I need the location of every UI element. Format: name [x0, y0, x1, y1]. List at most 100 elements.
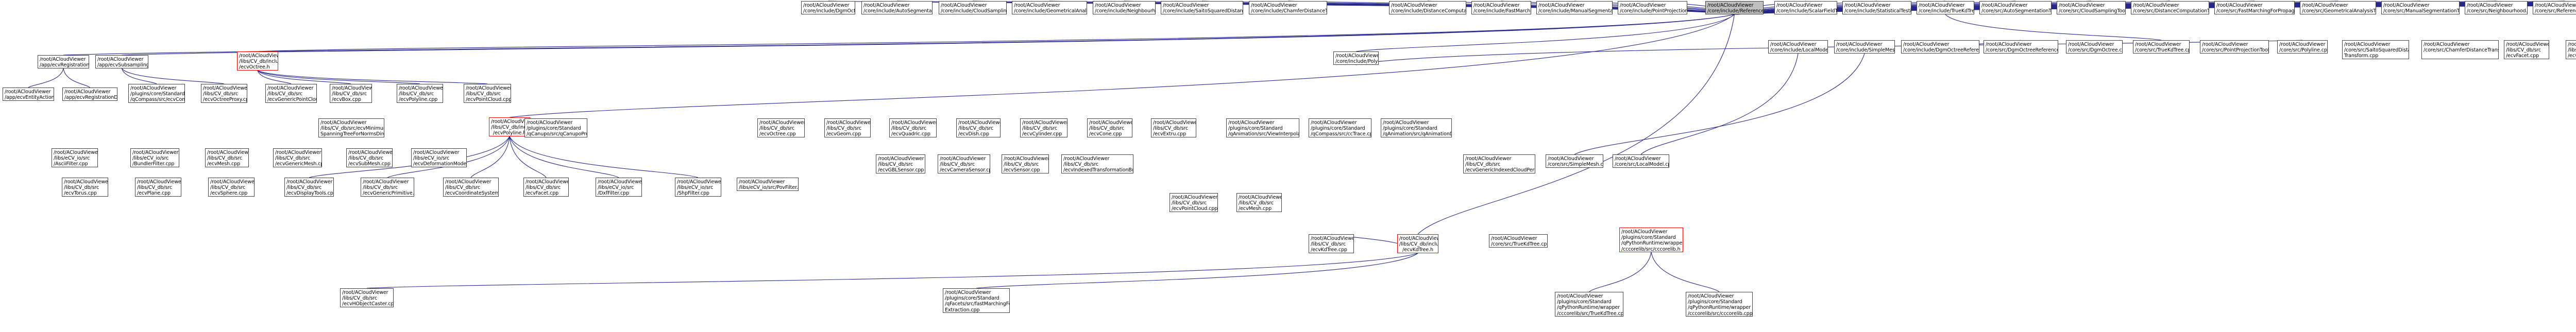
graph-node[interactable]: /root/ACloudViewer /libs/eCV_io/src/PovF…: [737, 178, 799, 191]
graph-edge: [1355, 14, 1735, 52]
graph-node[interactable]: /root/ACloudViewer /core/src/TrueKdTree.…: [1489, 234, 1548, 248]
graph-node[interactable]: /root/ACloudViewer /libs/eCV_io/src /Bun…: [130, 148, 179, 167]
graph-node[interactable]: /root/ACloudViewer /libs/eCV_io/src /ecv…: [411, 148, 467, 167]
graph-edge: [1640, 53, 1799, 155]
graph-edge: [1574, 53, 1865, 155]
graph-node[interactable]: /root/ACloudViewer /libs/CV_db/src /ecvH…: [2566, 40, 2576, 59]
graph-node[interactable]: /root/ACloudViewer /libs/CV_db/src /ecvC…: [938, 154, 990, 173]
graph-node[interactable]: /root/ACloudViewer /core/src/TrueKdTree.…: [2133, 40, 2190, 54]
graph-node[interactable]: /root/ACloudViewer /core/include/TrueKdT…: [1917, 1, 1974, 14]
graph-node[interactable]: /root/ACloudViewer /core/src/DistanceCom…: [2131, 1, 2209, 14]
graph-node[interactable]: /root/ACloudViewer /libs/CV_db/src /ecvH…: [340, 288, 394, 307]
graph-node[interactable]: /root/ACloudViewer /plugins/core/Standar…: [943, 288, 1010, 313]
graph-node[interactable]: /root/ACloudViewer /app/ecvRegistrationD…: [62, 88, 117, 101]
graph-node[interactable]: /root/ACloudViewer /libs/CV_db/src /ecvG…: [273, 148, 322, 167]
graph-node[interactable]: /root/ACloudViewer /core/src/CloudSampli…: [2057, 1, 2126, 14]
graph-node[interactable]: /root/ACloudViewer /core/include/FastMar…: [1471, 1, 1531, 14]
graph-node[interactable]: /root/ACloudViewer /libs/CV_db/src /ecvF…: [523, 178, 569, 197]
graph-node[interactable]: /root/ACloudViewer /app/ecvRegistrationD…: [38, 55, 89, 68]
graph-node[interactable]: /root/ACloudViewer /core/include/PointPr…: [1618, 1, 1687, 14]
graph-node[interactable]: /root/ACloudViewer /libs/CV_db/src /ecvO…: [757, 118, 805, 137]
graph-node[interactable]: /root/ACloudViewer /libs/CV_db/src /ecvO…: [201, 84, 247, 103]
graph-node[interactable]: /root/ACloudViewer /core/include/DgmOctr…: [1901, 40, 1979, 54]
graph-node[interactable]: /root/ACloudViewer /plugins/core/Standar…: [1686, 292, 1753, 317]
graph-node[interactable]: /root/ACloudViewer /core/include/Geometr…: [1012, 1, 1087, 14]
graph-node[interactable]: /root/ACloudViewer /plugins/core/Standar…: [128, 84, 185, 103]
graph-node[interactable]: /root/ACloudViewer /core/src/DgmOctree.c…: [2066, 40, 2123, 54]
graph-edge: [257, 70, 420, 84]
graph-node[interactable]: /root/ACloudViewer /core/src/DgmOctreeRe…: [1984, 40, 2058, 54]
graph-node[interactable]: /root/ACloudViewer /libs/CV_db/src /ecvS…: [1002, 154, 1049, 173]
graph-node[interactable]: /root/ACloudViewer /libs/CV_db/src /ecvP…: [464, 84, 511, 103]
graph-node[interactable]: /root/ACloudViewer /core/include/AutoSeg…: [861, 1, 933, 14]
graph-node[interactable]: /root/ACloudViewer /core/src/SaitoSquare…: [2342, 40, 2409, 59]
graph-node[interactable]: /root/ACloudViewer /core/include/CloudSa…: [939, 1, 1007, 14]
graph-node[interactable]: /root/ACloudViewer /core/include/SimpleM…: [1834, 40, 1895, 54]
graph-node[interactable]: /root/ACloudViewer /core/src/ManualSegme…: [2381, 1, 2460, 14]
graph-node[interactable]: /root/ACloudViewer /libs/CV_db/src /ecvM…: [205, 148, 249, 167]
graph-node[interactable]: /root/ACloudViewer /plugins/core/Standar…: [1226, 118, 1299, 137]
graph-node[interactable]: /root/ACloudViewer /plugins/core/Standar…: [1309, 118, 1371, 137]
graph-node[interactable]: /root/ACloudViewer /core/src/ReferenceCl…: [2533, 1, 2576, 14]
graph-node[interactable]: /root/ACloudViewer /core/src/LocalModel.…: [1613, 154, 1669, 168]
graph-node[interactable]: /root/ACloudViewer /libs/CV_db/src /ecvP…: [135, 178, 181, 197]
graph-node[interactable]: /root/ACloudViewer /plugins/core/Standar…: [524, 118, 587, 137]
graph-node[interactable]: /root/ACloudViewer /core/include/LocalMo…: [1768, 40, 1828, 54]
graph-node[interactable]: /root/ACloudViewer /libs/CV_db/include /…: [489, 117, 530, 136]
graph-node[interactable]: /root/ACloudViewer /core/src/Geometrical…: [2300, 1, 2376, 14]
graph-node[interactable]: /root/ACloudViewer /core/include/Polylin…: [1333, 51, 1379, 65]
graph-node[interactable]: /root/ACloudViewer /libs/CV_db/src /ecvM…: [1236, 193, 1282, 212]
graph-edge: [257, 70, 488, 84]
graph-node[interactable]: /root/ACloudViewer /libs/CV_db/src /ecvC…: [1020, 118, 1067, 137]
graph-node[interactable]: /root/ACloudViewer /libs/CV_db/src /ecvG…: [876, 154, 925, 173]
graph-node[interactable]: /root/ACloudViewer /libs/CV_db/src /ecvC…: [443, 178, 499, 197]
graph-node[interactable]: /root/ACloudViewer /core/include/Statist…: [1842, 1, 1911, 14]
graph-node[interactable]: /root/ACloudViewer /app/ecvEntityAction.…: [3, 88, 54, 101]
graph-node[interactable]: /root/ACloudViewer /libs/CV_db/src /ecvI…: [1061, 154, 1133, 173]
graph-node[interactable]: /root/ACloudViewer /libs/CV_db/src /ecvB…: [330, 84, 372, 103]
graph-node[interactable]: /root/ACloudViewer /libs/CV_db/src/ecvMi…: [318, 118, 384, 137]
graph-node[interactable]: /root/ACloudViewer /libs/CV_db/include /…: [1397, 234, 1438, 253]
graph-node[interactable]: /root/ACloudViewer /libs/eCV_io/src /Dxf…: [596, 178, 642, 197]
graph-node[interactable]: /root/ACloudViewer /libs/CV_db/src /ecvK…: [1309, 234, 1354, 253]
graph-node[interactable]: /root/ACloudViewer /core/src/AutoSegment…: [1979, 1, 2052, 14]
graph-node[interactable]: /root/ACloudViewer /libs/CV_db/src /ecvG…: [361, 178, 414, 197]
graph-node[interactable]: /root/ACloudViewer /plugins/core/Standar…: [1381, 118, 1452, 137]
graph-node[interactable]: /root/ACloudViewer /core/include/Neighbo…: [1093, 1, 1156, 14]
graph-node[interactable]: /root/ACloudViewer /libs/CV_db/src /ecvC…: [1087, 118, 1132, 137]
graph-node[interactable]: /root/ACloudViewer /core/src/FastMarchin…: [2214, 1, 2295, 14]
graph-node-root[interactable]: /root/ACloudViewer /core/include/Referen…: [1705, 1, 1764, 14]
graph-node[interactable]: /root/ACloudViewer /core/include/SaitoSq…: [1161, 1, 1243, 14]
graph-node[interactable]: /root/ACloudViewer /libs/CV_db/src /ecvD…: [284, 178, 334, 197]
graph-node[interactable]: /root/ACloudViewer /libs/CV_db/src /ecvG…: [265, 84, 317, 103]
graph-node[interactable]: /root/ACloudViewer /libs/CV_db/include /…: [237, 51, 278, 71]
graph-node[interactable]: /root/ACloudViewer /core/src/Neighbourho…: [2465, 1, 2528, 14]
graph-node[interactable]: /root/ACloudViewer /libs/CV_db/src /ecvF…: [2504, 40, 2549, 59]
graph-node[interactable]: /root/ACloudViewer /libs/CV_db/src /ecvT…: [62, 178, 108, 197]
graph-node[interactable]: /root/ACloudViewer /libs/CV_db/src /ecvG…: [1463, 154, 1535, 173]
graph-node[interactable]: /root/ACloudViewer /plugins/core/Standar…: [1555, 292, 1623, 317]
graph-edge: [257, 70, 292, 84]
graph-node[interactable]: /root/ACloudViewer /core/src/Polyline.cp…: [2277, 40, 2328, 54]
graph-edge: [509, 136, 547, 178]
graph-node[interactable]: /root/ACloudViewer /libs/CV_db/src /ecvE…: [1151, 118, 1196, 137]
graph-node[interactable]: /root/ACloudViewer /libs/eCV_io/src /Asc…: [52, 148, 98, 167]
graph-node[interactable]: /root/ACloudViewer /libs/CV_db/src /ecvS…: [346, 148, 393, 167]
graph-node[interactable]: /root/ACloudViewer /core/include/Distanc…: [1389, 1, 1466, 14]
graph-node[interactable]: /root/ACloudViewer /core/src/PointProjec…: [2200, 40, 2269, 54]
graph-node[interactable]: /root/ACloudViewer /plugins/core/Standar…: [1619, 228, 1683, 252]
graph-node[interactable]: /root/ACloudViewer /core/include/Chamfer…: [1249, 1, 1327, 14]
graph-node[interactable]: /root/ACloudViewer /libs/CV_db/src /ecvS…: [208, 178, 255, 197]
graph-node[interactable]: /root/ACloudViewer /libs/CV_db/src /ecvQ…: [889, 118, 937, 137]
graph-node[interactable]: /root/ACloudViewer /app/ecvSubsamplingDl…: [95, 55, 148, 68]
graph-node[interactable]: /root/ACloudViewer /core/src/SimpleMesh.…: [1546, 154, 1603, 168]
graph-node[interactable]: /root/ACloudViewer /core/include/ScalarF…: [1774, 1, 1837, 14]
graph-node[interactable]: /root/ACloudViewer /libs/CV_db/src /ecvG…: [824, 118, 871, 137]
graph-node[interactable]: /root/ACloudViewer /libs/CV_db/src /ecvP…: [397, 84, 443, 103]
graph-node[interactable]: /root/ACloudViewer /core/include/ManualS…: [1536, 1, 1613, 14]
graph-node[interactable]: /root/ACloudViewer /core/src/ChamferDist…: [2421, 40, 2499, 59]
graph-node[interactable]: /root/ACloudViewer /libs/eCV_io/src /Shp…: [675, 178, 721, 197]
graph-node[interactable]: /root/ACloudViewer /libs/CV_db/src /ecvD…: [956, 118, 1001, 137]
graph-node[interactable]: /root/ACloudViewer /libs/CV_db/src /ecvP…: [1170, 193, 1218, 212]
graph-node[interactable]: /root/ACloudViewer /core/include/DgmOctr…: [801, 1, 855, 14]
